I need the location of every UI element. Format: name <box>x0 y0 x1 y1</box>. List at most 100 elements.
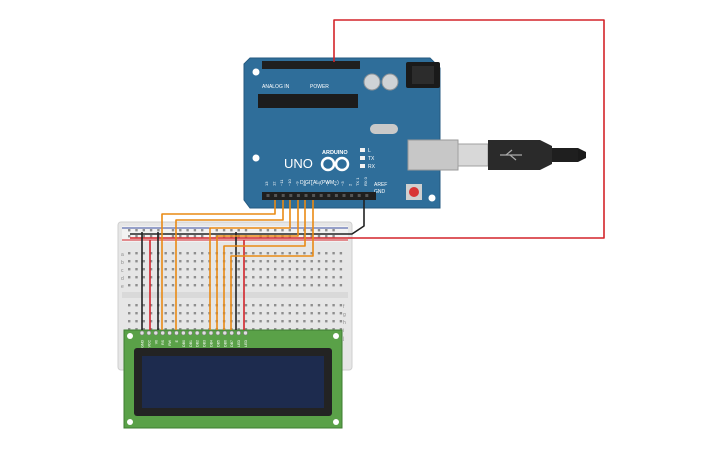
lcd-pin[interactable] <box>146 330 152 336</box>
hole <box>332 320 335 323</box>
rail-hole <box>142 235 145 238</box>
hole <box>303 276 306 279</box>
hole <box>164 252 167 255</box>
wire-5v-red[interactable] <box>130 19 605 239</box>
hole <box>259 268 262 271</box>
digital-pin-label: ~10 <box>287 178 292 186</box>
digital-header[interactable] <box>262 192 376 200</box>
lcd-pin[interactable] <box>139 330 145 336</box>
hole <box>266 252 270 255</box>
analog-header[interactable] <box>262 61 320 69</box>
arduino-uno-board[interactable]: UNO ARDUINO DIGITAL (PWM~) POWER ANALOG … <box>243 57 459 209</box>
lcd-pin[interactable] <box>222 330 228 336</box>
lcd-pin[interactable] <box>208 330 214 336</box>
hole <box>244 268 248 271</box>
hole <box>339 252 343 255</box>
hole <box>149 320 153 323</box>
hole <box>339 312 343 315</box>
digital-pin-label: 4 <box>332 183 337 186</box>
hole <box>339 260 343 263</box>
header-pin[interactable] <box>289 194 293 197</box>
header-pin[interactable] <box>274 194 278 197</box>
header-pin[interactable] <box>365 194 369 197</box>
hole <box>164 284 167 287</box>
digital-label: DIGITAL (PWM~) <box>300 180 339 186</box>
rail-hole <box>186 235 189 238</box>
orange-signal-wires[interactable] <box>161 200 314 330</box>
hole <box>244 328 248 331</box>
lcd-pin[interactable] <box>160 330 165 336</box>
hole <box>171 284 175 287</box>
hole <box>274 312 277 315</box>
lcd-pin[interactable] <box>188 330 193 336</box>
header-pin[interactable] <box>312 194 316 197</box>
hole <box>237 276 240 279</box>
header-pin[interactable] <box>327 194 331 197</box>
header-pin[interactable] <box>304 194 308 197</box>
hole <box>295 268 299 271</box>
row-letter: b <box>121 260 124 266</box>
reset-button[interactable] <box>409 187 419 197</box>
rail-hole <box>193 229 197 232</box>
wire-gnd-black[interactable] <box>130 200 365 235</box>
hole <box>128 284 131 287</box>
header-pin[interactable] <box>281 194 285 197</box>
power-header[interactable] <box>306 61 360 69</box>
wire-orange-signal[interactable] <box>209 200 291 330</box>
lcd-pin[interactable] <box>153 330 159 336</box>
header-pin[interactable] <box>334 194 338 197</box>
hole <box>259 284 262 287</box>
hole <box>266 320 270 323</box>
hole <box>179 328 182 331</box>
hole <box>237 284 240 287</box>
hole <box>295 284 299 287</box>
wire-orange-signal[interactable] <box>161 200 276 330</box>
hole <box>288 284 291 287</box>
wire-orange-signal[interactable] <box>175 200 284 330</box>
hole <box>339 328 343 331</box>
rail-hole <box>317 229 321 232</box>
header-pin[interactable] <box>342 194 346 197</box>
lcd-pin[interactable] <box>194 330 200 336</box>
hole <box>186 320 189 323</box>
header-pin[interactable] <box>350 194 354 197</box>
lcd-pin-label: LED <box>237 340 241 347</box>
hole <box>281 312 284 315</box>
hole <box>142 252 145 255</box>
row-letter: j <box>342 336 344 342</box>
rail-hole <box>149 235 153 238</box>
rail-hole <box>310 229 313 232</box>
capacitor <box>363 73 381 91</box>
lcd-pin[interactable] <box>181 330 186 336</box>
hole <box>237 252 240 255</box>
lcd-pin[interactable] <box>236 330 241 336</box>
lcd-pin[interactable] <box>215 330 221 336</box>
header-pin[interactable] <box>296 194 300 197</box>
hole <box>142 284 145 287</box>
usb-port[interactable] <box>407 139 459 171</box>
row-letter: f <box>343 304 345 310</box>
header-pin[interactable] <box>357 194 361 197</box>
rx-label: RX <box>368 164 376 170</box>
hole <box>244 276 248 279</box>
lcd-pin[interactable] <box>229 330 234 336</box>
hole <box>332 276 335 279</box>
header-pin[interactable] <box>319 194 323 197</box>
hole <box>186 260 189 263</box>
lcd-pin[interactable] <box>201 330 207 336</box>
hole <box>295 260 299 263</box>
wire-orange-signal[interactable] <box>223 200 306 330</box>
wire-orange-signal[interactable] <box>230 200 314 330</box>
lcd-pin[interactable] <box>243 330 248 336</box>
usb-cable[interactable] <box>457 140 586 170</box>
hole <box>186 328 189 331</box>
lcd-pin[interactable] <box>174 330 179 336</box>
hole <box>164 304 167 307</box>
hole <box>149 276 153 279</box>
hole <box>303 260 306 263</box>
lcd-pin[interactable] <box>167 330 172 336</box>
wire-orange-signal[interactable] <box>216 200 299 330</box>
header-pin[interactable] <box>266 194 270 197</box>
